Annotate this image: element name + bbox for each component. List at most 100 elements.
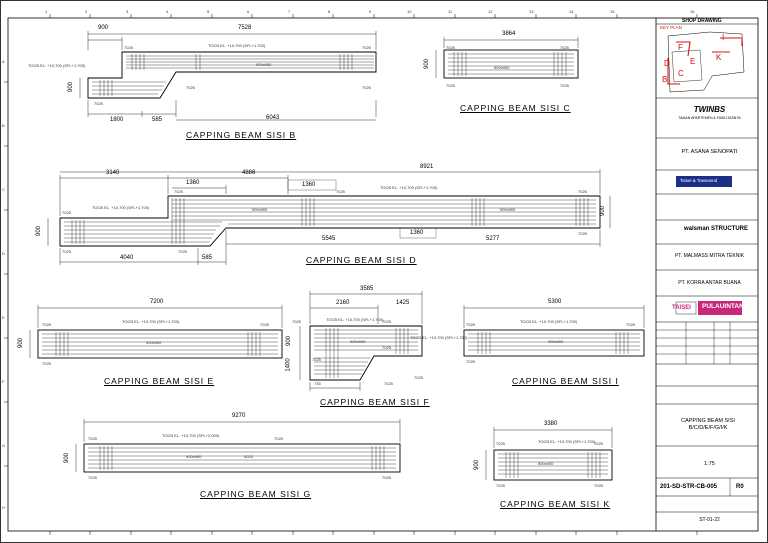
grid-row-label: C [2,187,5,192]
grid-row-label: G [2,443,6,448]
grid-row-label: E [2,315,5,320]
dim-label: 7025 [466,322,475,327]
drawing-scale: 1:75 [704,461,715,467]
dim-label: 8921 [420,164,434,170]
dim-label: 7025 [382,319,391,324]
level-label: TOCB EL. +10,700 (SFL+1.700) [520,319,578,324]
drawing-title-sisi-g: CAPPING BEAM SISI G [200,489,312,499]
consultant-logo: Taisei & Townsend [680,178,718,183]
dim-label: 585 [152,117,163,123]
level-label: TOCB EL. +10,700 (SFL+1.700) [208,43,266,48]
dim-label: 900 [64,452,71,464]
dim-label: 7025 [496,483,505,488]
level-label: TOCB EL. +10,700 (SFL+1.700) [122,319,180,324]
section-size-label: 900x900 [146,340,162,345]
drawing-number: 201-SD-STR-CB-005 [660,484,718,490]
dim-label: 1360 [410,230,424,236]
dim-label: 7025 [174,189,183,194]
dim-label: 900 [600,205,607,217]
subcontractor-name: PT. KORRA ANTAR BUANA [678,280,741,286]
dim-label: 7200 [150,299,164,305]
dim-label: 1800 [110,117,124,123]
dim-label: 7025 [560,45,569,50]
drawing-title-sisi-d: CAPPING BEAM SISI D [306,255,417,265]
grid-row-label: D [2,251,5,256]
dim-label: 7025 [362,85,371,90]
dim-label: 3380 [544,421,558,427]
section-size-label: 900x900 [538,461,554,466]
drawing-title-sisi-k: CAPPING BEAM SISI K [500,499,611,509]
drawing-title-sisi-e: CAPPING BEAM SISI E [104,376,215,386]
dim-label: 7025 [382,345,391,350]
dim-label: 7025 [42,361,51,366]
owner-logo: TWINBS [693,105,726,114]
grid-col-label: 9 [369,9,372,14]
dim-label: 7025 [42,322,51,327]
key-plan-zone: C [678,69,684,78]
dim-label: 900 [98,25,109,31]
grid-row-label: H [2,505,5,510]
grid-col-label: 1 [45,9,48,14]
dim-label: 900 [18,337,25,349]
dim-label: 900 [474,459,481,471]
dim-label: 3140 [106,170,120,176]
level-label: TOCB EL. +10,700 (SFL+1.700) [326,317,384,322]
revision: R0 [736,484,744,490]
dim-label: 7025 [384,381,393,386]
dim-label: 7025 [260,322,269,327]
section-size-label: 900x900 [500,207,516,212]
dim-label: 7025 [578,231,587,236]
section-size-label: 900x900 [350,339,366,344]
dim-label: 7025 [186,85,195,90]
dim-label: 7025 [274,436,283,441]
key-plan-zone: K [716,53,722,62]
grid-row-label: F [2,379,5,384]
dim-label: 7025 [94,101,103,106]
dim-label: 7025 [382,475,391,480]
contractor-logo: TAISEI [672,305,691,311]
grid-col-label: 6 [247,9,250,14]
sheet-number: ST-01-22 [699,517,720,523]
grid-col-label: 5 [207,9,210,14]
grid-col-label: 16 [690,9,695,14]
drawing-title-sisi-i: CAPPING BEAM SISI I [512,376,619,386]
dim-label: 1360 [302,182,316,188]
dim-label: 7025 [292,319,301,324]
dim-label: 7025 [178,249,187,254]
dim-label: 7025 [594,441,603,446]
dim-label: 4886 [242,170,256,176]
dim-label: 2160 [336,300,350,306]
level-label: TOCB EL. +10,700 (SFL+1.700) [380,185,438,190]
dim-label: 7025 [578,189,587,194]
section-size-label: 900x900 [186,454,202,459]
dim-label: 7025 [626,322,635,327]
key-plan-label: KEY PLAN [660,25,682,30]
dim-label: 3585 [360,286,374,292]
dim-label: 585 [202,255,213,261]
section-size-label: 900x900 [548,339,564,344]
dim-label: 7025 [594,483,603,488]
dim-label: 7025 [446,83,455,88]
subcontractor-name: PT. MALMASS MITRA TEKNIK [674,253,745,259]
dim-label: 1360 [186,180,200,186]
drawing-title-sisi-c: CAPPING BEAM SISI C [460,103,571,113]
section-size-label: 900x900 [252,207,268,212]
section-size-label: 5025 [244,454,253,459]
dim-label: 5300 [548,299,562,305]
key-plan-zone: F [678,43,683,52]
sheet-title: SHOP DRAWING [682,18,722,24]
grid-col-label: 14 [569,9,574,14]
grid-col-label: 7 [288,9,291,14]
dim-label: 5277 [486,236,500,242]
level-label: TOCB EL. +10,700 (SFL+2.000) [162,433,220,438]
grid-col-label: 3 [126,9,129,14]
dim-label: 900 [68,81,75,93]
grid-col-label: 12 [488,9,493,14]
level-label: TOCB EL. +10,700 (SFL+1.700) [538,439,596,444]
grid-row-label: A [2,59,5,64]
key-plan-zone: B [662,75,668,84]
dim-label: 900 [36,225,43,237]
dim-label: 7025 [62,249,71,254]
grid-col-label: 8 [328,9,331,14]
